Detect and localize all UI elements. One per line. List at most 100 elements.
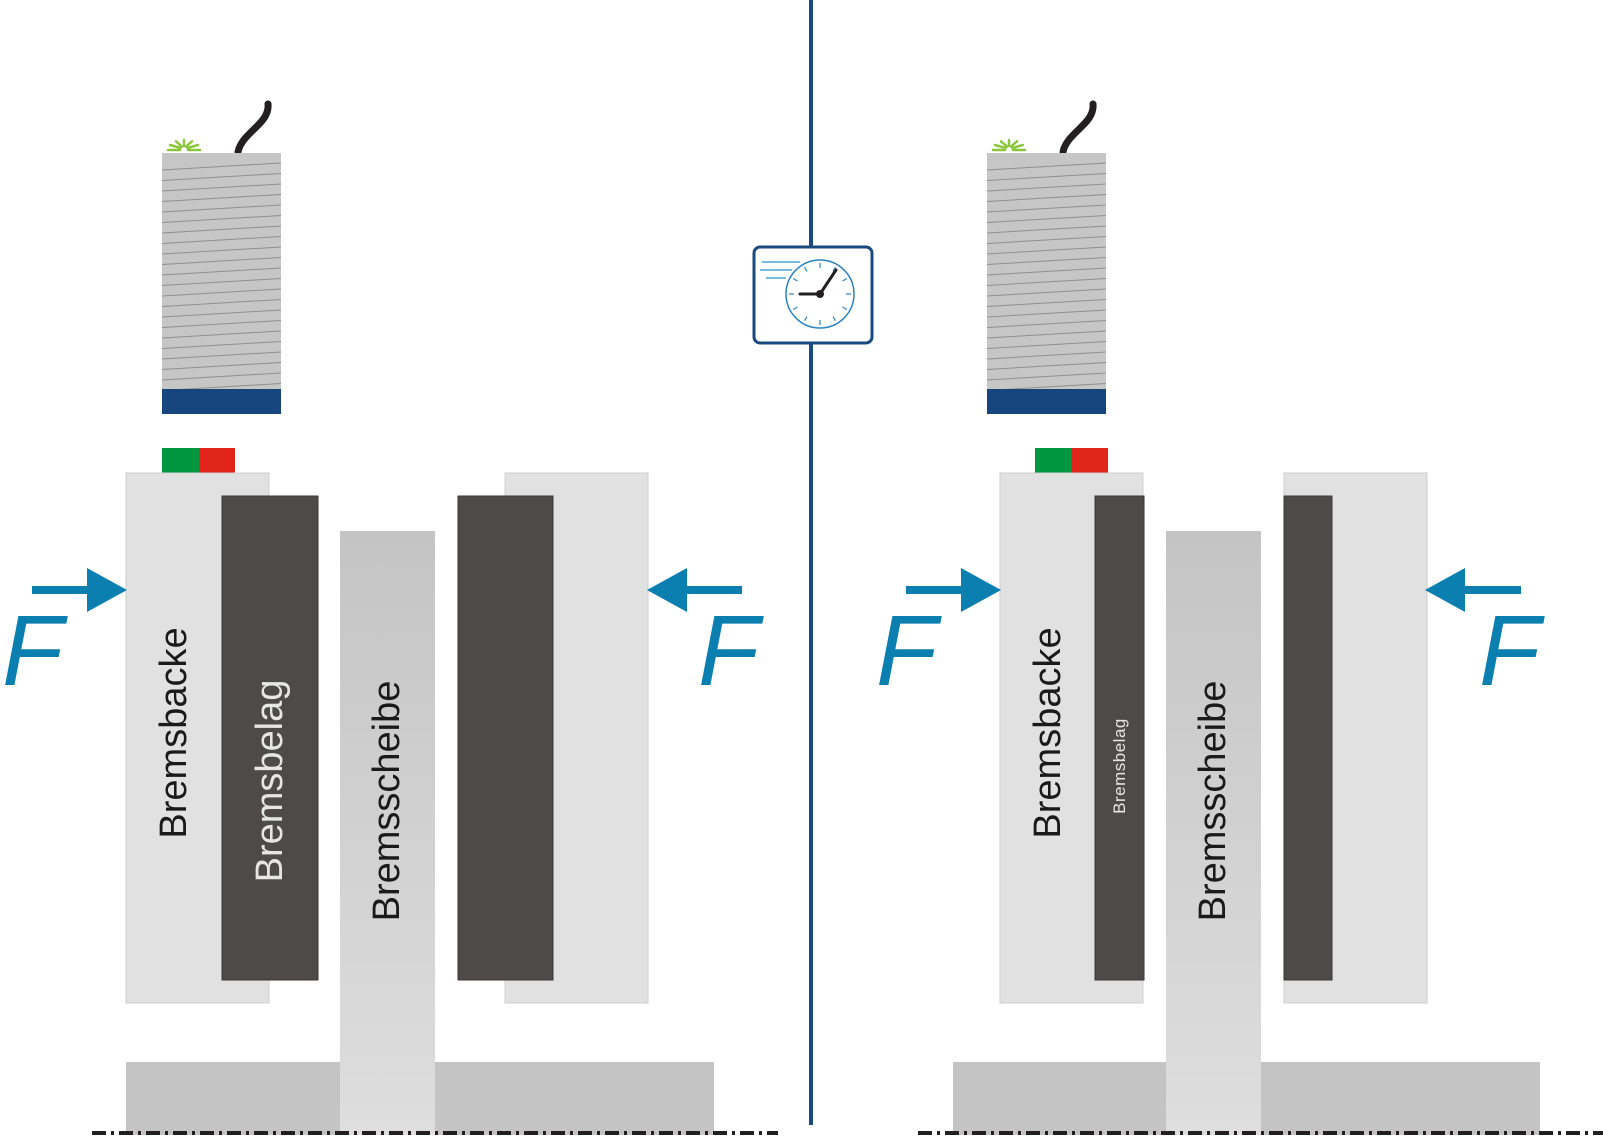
sensor-thread-line xyxy=(161,225,282,234)
sensor-cable xyxy=(1059,100,1097,156)
sensor-thread-line xyxy=(986,351,1107,360)
led-icon xyxy=(166,138,202,152)
sensor-thread-line xyxy=(161,309,282,318)
sensor-thread-line xyxy=(161,162,282,171)
sensor-thread-line xyxy=(986,162,1107,171)
brake-pad-label: Bremsbelag xyxy=(249,680,291,883)
time-divider xyxy=(752,0,874,1125)
sensor-thread-line xyxy=(161,278,282,286)
sensor-thread-line xyxy=(986,372,1107,381)
sensor-thread-line xyxy=(986,299,1107,307)
clock-icon xyxy=(752,245,874,345)
clock-tick xyxy=(842,277,848,282)
sensor-thread-line xyxy=(986,194,1107,202)
brake-disc-label: Bremsscheibe xyxy=(1192,681,1234,922)
indicator-red xyxy=(199,448,235,473)
clock-tick xyxy=(803,316,808,322)
led-ray xyxy=(993,143,1007,150)
sensor-base xyxy=(987,389,1106,414)
sensor-thread-line xyxy=(161,372,282,381)
led-ray xyxy=(1009,140,1019,148)
force-label-right: F xyxy=(698,595,764,707)
force-arrow-left-head xyxy=(87,568,127,612)
brake-pad-left xyxy=(1094,495,1145,981)
panel-after: Bremsbacke Bremsbelag Bremsscheibe F F xyxy=(876,100,1603,1135)
sensor-thread-line xyxy=(161,320,282,328)
sensor-thread-line xyxy=(161,173,282,181)
force-arrow-left-shaft xyxy=(32,586,89,594)
brake-pad-right xyxy=(1283,495,1333,981)
indicator-red xyxy=(1072,448,1108,473)
sensor-thread-line xyxy=(986,278,1107,286)
sensor-thread-line xyxy=(986,362,1107,370)
sensor-base xyxy=(162,389,281,414)
force-label-left: F xyxy=(876,595,942,707)
led-ray xyxy=(168,143,182,150)
led-ray xyxy=(184,140,194,148)
sensor-thread-line xyxy=(161,288,282,297)
brake-disc xyxy=(340,531,435,1135)
sensor-thread-line xyxy=(161,341,282,349)
sensor-thread-line xyxy=(986,183,1107,192)
panel-before: Bremsbacke Bremsbelag Bremsscheibe F F xyxy=(2,100,778,1135)
led-ray xyxy=(186,143,200,150)
sensor-thread-line xyxy=(161,246,282,255)
sensor-thread-line xyxy=(161,236,282,244)
sensor-thread-line xyxy=(161,257,282,265)
sensor-thread-line xyxy=(986,330,1107,339)
sensor-thread-line xyxy=(986,288,1107,297)
brake-shoe-label: Bremsbacke xyxy=(1027,627,1069,838)
force-arrow-left-head xyxy=(961,568,1001,612)
indicator-green xyxy=(162,448,199,473)
force-label-right: F xyxy=(1479,595,1545,707)
led-ray xyxy=(999,140,1009,148)
clock-tick xyxy=(803,266,808,272)
clock-tick xyxy=(832,316,837,322)
led-ray xyxy=(174,140,184,148)
brake-shoe-label: Bremsbacke xyxy=(153,627,195,838)
force-label-left: F xyxy=(2,595,68,707)
sensor-thread-line xyxy=(986,204,1107,213)
sensor-cable xyxy=(234,100,272,156)
sensor-thread-line xyxy=(986,309,1107,318)
sensor-thread-line xyxy=(161,194,282,202)
sensor-thread-line xyxy=(161,362,282,370)
sensor-thread-line xyxy=(161,351,282,360)
force-arrow-left-shaft xyxy=(906,586,963,594)
sensor-thread-line xyxy=(986,173,1107,181)
brake-disc xyxy=(1166,531,1261,1135)
sensor-thread-line xyxy=(986,320,1107,328)
force-arrow-right-shaft xyxy=(685,586,742,594)
sensor-thread-line xyxy=(986,215,1107,223)
indicator-green xyxy=(1035,448,1072,473)
clock-tick xyxy=(792,306,798,311)
clock-tick xyxy=(842,306,848,311)
brake-pad-label: Bremsbelag xyxy=(1110,718,1129,814)
sensor-thread-line xyxy=(161,299,282,307)
sensor-thread-line xyxy=(986,257,1107,265)
sensor-thread-line xyxy=(986,267,1107,276)
force-arrow-right-shaft xyxy=(1463,586,1521,594)
sensor-thread-line xyxy=(161,267,282,276)
sensor-thread-line xyxy=(986,341,1107,349)
force-arrow-right-head xyxy=(1425,568,1465,612)
brake-disc-label: Bremsscheibe xyxy=(366,681,408,922)
clock-tick xyxy=(792,277,798,282)
sensor-thread-line xyxy=(986,236,1107,244)
sensor-thread-line xyxy=(161,204,282,213)
brake-pad-left xyxy=(221,495,319,981)
inductive-sensor xyxy=(161,100,282,414)
sensor-thread-line xyxy=(161,183,282,192)
inductive-sensor xyxy=(986,100,1107,414)
sensor-thread-line xyxy=(161,330,282,339)
sensor-thread-line xyxy=(986,225,1107,234)
brake-pad-right xyxy=(457,495,554,981)
led-icon xyxy=(991,138,1027,152)
sensor-thread-line xyxy=(986,246,1107,255)
clock-tick xyxy=(832,266,837,272)
sensor-thread-line xyxy=(161,215,282,223)
led-ray xyxy=(1011,143,1025,150)
force-arrow-right-head xyxy=(647,568,687,612)
